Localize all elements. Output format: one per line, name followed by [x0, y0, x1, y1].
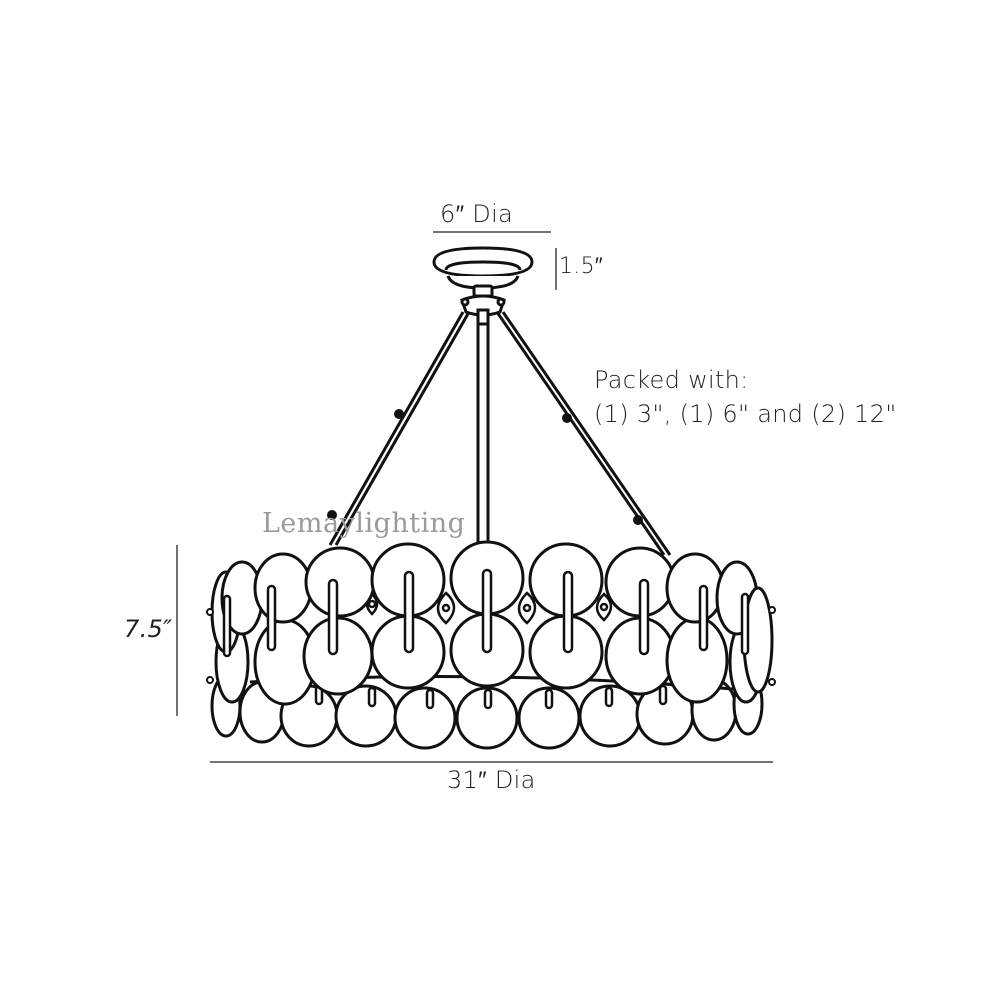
watermark-text: Lemaylighting [262, 508, 466, 539]
canopy-height-label: 1.5″ [559, 254, 603, 279]
disc-pins [222, 568, 750, 658]
bottom-disc-pins [314, 684, 668, 710]
dimension-lines [176, 231, 773, 763]
canopy-diameter-label: 6″ Dia [440, 200, 514, 228]
fixture-diameter-label: 31″ Dia [447, 766, 536, 794]
packed-with-note: Packed with: (1) 3", (1) 6" and (2) 12" [594, 363, 897, 431]
diamond-connectors [365, 591, 613, 625]
canopy [432, 246, 534, 317]
packed-with-title: Packed with: [594, 366, 749, 394]
bottom-discs [210, 672, 764, 750]
rod-joints [327, 409, 643, 525]
side-nubs [206, 606, 776, 686]
fixture-height-label: 7.5″ [124, 615, 173, 643]
suspension-rods [328, 308, 672, 556]
packed-with-contents: (1) 3", (1) 6" and (2) 12" [594, 400, 897, 428]
